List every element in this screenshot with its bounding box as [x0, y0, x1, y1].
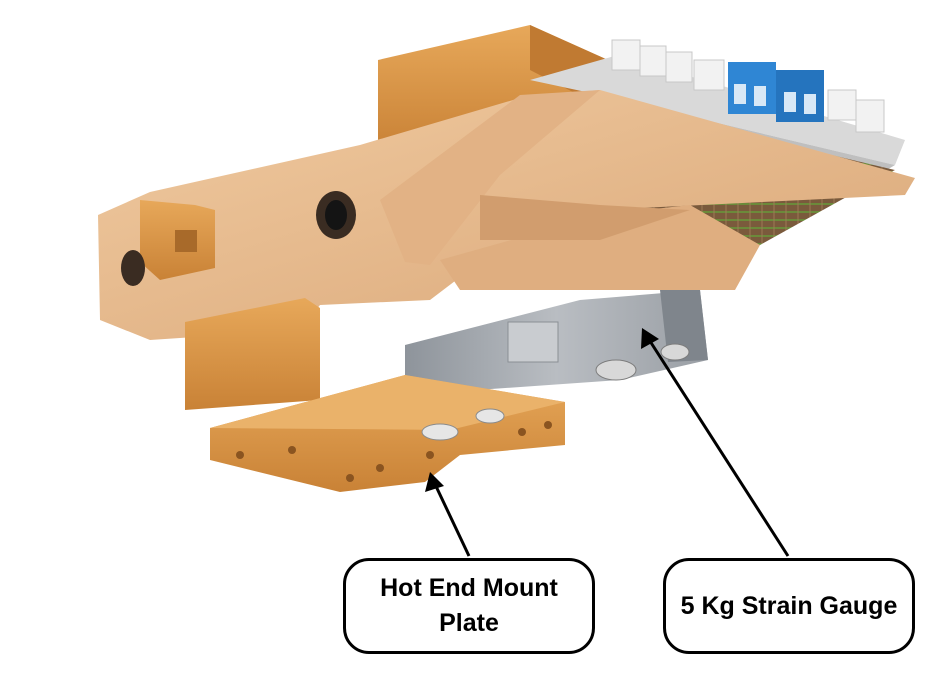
blue-screw-terminals — [728, 62, 824, 122]
lower-orange-block — [185, 298, 320, 410]
arrow-to-hot-end-plate — [425, 472, 471, 557]
pin-headers — [611, 39, 885, 133]
strain-gauge-label-text: 5 Kg Strain Gauge — [680, 591, 898, 620]
arrow-to-strain-gauge — [641, 328, 790, 557]
hot-end-mount-plate — [210, 375, 565, 492]
belt-clamp — [140, 200, 215, 280]
hot-end-mount-plate-label: Hot End Mount Plate — [343, 558, 595, 654]
hot-end-label-line2: Plate — [439, 609, 499, 637]
carriage-body — [98, 90, 915, 340]
hot-end-label-line1: Hot End Mount — [380, 574, 558, 602]
strain-gauge-label: 5 Kg Strain Gauge — [663, 558, 915, 654]
bore-holes — [121, 191, 356, 286]
strain-gauge-body — [405, 290, 708, 395]
